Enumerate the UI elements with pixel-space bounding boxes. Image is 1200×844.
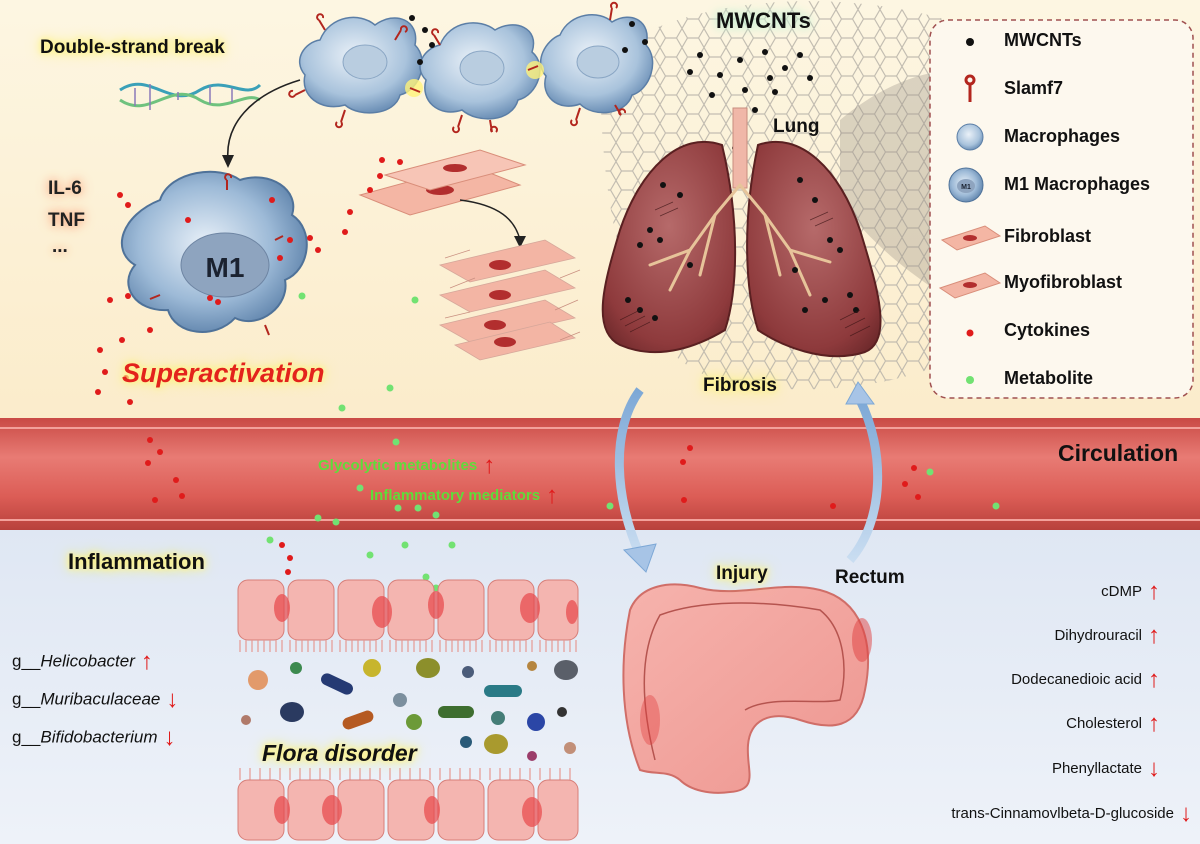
lung-label: Lung [773, 116, 820, 137]
m1-label: M1 [206, 252, 245, 283]
m1-nucleus [180, 232, 270, 298]
macrophage-row [299, 14, 654, 120]
legend: M1 [929, 19, 1194, 399]
fibroblast-group [358, 149, 527, 216]
fibrosis-label: Fibrosis [703, 375, 777, 396]
up-arrow-icon: ↑ [1148, 622, 1160, 649]
cytokine-il6-label: IL-6 [48, 178, 82, 199]
dna-icon [119, 82, 262, 110]
red-dot-icon [966, 329, 974, 337]
svg-text:M1: M1 [961, 184, 971, 191]
slamf7-receptors [288, 1, 627, 134]
inflammatory-label: Inflammatory mediators↑ [370, 482, 559, 509]
m1-macrophage-icon: M1 [948, 167, 984, 203]
up-arrow-icon: ↑ [140, 648, 153, 675]
blood-vessel [0, 418, 1200, 530]
cytokine-more-label: ... [52, 236, 68, 257]
fibroblast-icon [940, 225, 1002, 251]
metabolite-item: Cholesterol↑ [1066, 710, 1160, 737]
metabolite-item: Dodecanedioic acid↑ [1011, 666, 1160, 693]
lung-to-gut-arrow [614, 387, 657, 573]
lower-background [0, 530, 1200, 844]
bacteria-item: g__Muribaculaceae↓ [12, 686, 179, 713]
macrophage-icon [956, 123, 984, 151]
metabolite-item: Phenyllactate↓ [1051, 755, 1160, 782]
cytokine-dots [95, 157, 921, 575]
glycolytic-label: Glycolytic metabolites↑ [318, 452, 496, 479]
metabolite-item: cDMP↑ [1101, 578, 1160, 605]
activation-arrow [227, 79, 301, 161]
up-arrow-icon: ↑ [1148, 578, 1160, 605]
legend-item-mwcnts: MWCNTs [1004, 30, 1082, 50]
cytokine-tnf-label: TNF [48, 210, 85, 231]
metabolite-item: Dihydrouracil↑ [1054, 622, 1160, 649]
gut-bacteria [241, 658, 578, 761]
rectum-label: Rectum [835, 567, 905, 588]
macrophage-2 [419, 22, 541, 120]
legend-item-metabolite: Metabolite [1004, 368, 1094, 388]
legend-item-myofibroblast: Myofibroblast [1004, 272, 1123, 292]
up-arrow-icon: ↑ [1148, 710, 1160, 737]
differentiation-arrow [459, 199, 521, 241]
epithelium-top [237, 579, 579, 652]
down-arrow-icon: ↓ [163, 724, 176, 751]
inflammatory-up-arrow: ↑ [546, 482, 559, 509]
flora-disorder-label: Flora disorder [262, 740, 417, 766]
bacteria-item: g__Helicobacter↑ [12, 648, 153, 675]
colon [622, 583, 872, 794]
mwcnts-title: MWCNTs [716, 8, 811, 33]
black-dot-icon [966, 38, 974, 46]
bacteria-item: g__Bifidobacterium↓ [12, 724, 176, 751]
receptor-icon [964, 74, 976, 102]
down-arrow-icon: ↓ [166, 686, 179, 713]
inflammation-label: Inflammation [68, 549, 205, 574]
injury-label: Injury [716, 563, 768, 584]
double-strand-break-label: Double-strand break [40, 37, 225, 58]
circulation-label: Circulation [1058, 440, 1179, 466]
legend-item-macrophages: Macrophages [1004, 126, 1121, 146]
legend-item-m1-macrophages: M1 Macrophages [1004, 174, 1151, 194]
lung [601, 107, 882, 358]
epithelium-bottom [237, 768, 579, 841]
green-dot-icon [966, 376, 974, 384]
legend-item-slamf7: Slamf7 [1004, 78, 1064, 98]
macrophage-3 [539, 14, 654, 114]
m1-macrophage: M1 [120, 170, 308, 336]
metabolite-item: trans-Cinnamovlbeta-D-glucoside↓ [951, 800, 1192, 827]
down-arrow-icon: ↓ [1180, 800, 1192, 827]
superactivation-label: Superactivation [122, 358, 325, 388]
down-arrow-icon: ↓ [1148, 755, 1160, 782]
macrophage-1 [299, 16, 423, 114]
glycolytic-up-arrow: ↑ [483, 452, 496, 479]
legend-item-cytokines: Cytokines [1004, 320, 1091, 340]
up-arrow-icon: ↑ [1148, 666, 1160, 693]
gut-to-lung-arrow [845, 381, 883, 563]
myofibroblast-group [438, 239, 581, 361]
legend-item-fibroblast: Fibroblast [1004, 226, 1092, 246]
myofibroblast-icon [938, 272, 1002, 299]
